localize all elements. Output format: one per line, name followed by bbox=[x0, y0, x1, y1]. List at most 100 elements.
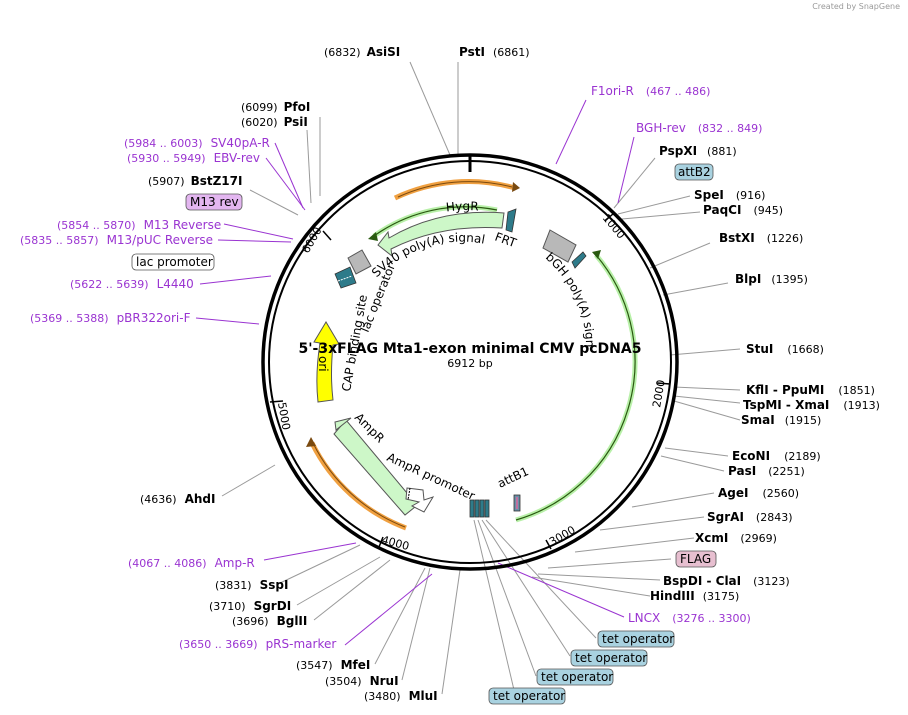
enzyme-name: EcoNI bbox=[732, 449, 770, 463]
primer-range: (5369 .. 5388) bbox=[30, 312, 109, 325]
primer-name: pRS-marker bbox=[266, 637, 337, 651]
enzyme-name: KflI - PpuMI bbox=[746, 383, 824, 397]
m13rev-box-label: M13 rev bbox=[190, 195, 239, 209]
tet-operator-1-label: tet operator bbox=[602, 632, 674, 646]
svg-text:(5369 .. 5388)pBR322ori-F: (5369 .. 5388) pBR322ori-F bbox=[30, 311, 191, 325]
svg-text:(6099)PfoI: (6099) PfoI bbox=[241, 100, 310, 114]
svg-text:LNCX(3276 .. 3300): LNCX (3276 .. 3300) bbox=[628, 611, 751, 625]
primer-name: BGH-rev bbox=[636, 121, 686, 135]
primer-name: M13 Reverse bbox=[144, 218, 222, 232]
enzyme-leader-lines bbox=[221, 61, 741, 695]
primer-name: F1ori-R bbox=[591, 84, 634, 98]
plasmid-size: 6912 bp bbox=[447, 357, 492, 370]
enzyme-pos: (3696) bbox=[232, 615, 269, 628]
attb1-label: attB1 bbox=[495, 464, 530, 490]
svg-text:(5907)BstZ17I: (5907) BstZ17I bbox=[148, 174, 242, 188]
svg-text:(5854 .. 5870)M13 Reverse: (5854 .. 5870) M13 Reverse bbox=[57, 218, 221, 232]
enzyme-pos: (5907) bbox=[148, 175, 185, 188]
tick-5000: 5000 bbox=[275, 401, 293, 431]
svg-text:TspMI - XmaI(1913): TspMI - XmaI(1913) bbox=[743, 398, 880, 412]
enzyme-pos: (3504) bbox=[325, 675, 362, 688]
svg-text:PstI(6861): PstI(6861) bbox=[459, 45, 530, 59]
enzyme-name: PaqCI bbox=[703, 203, 741, 217]
green-arc-top-core bbox=[373, 206, 498, 237]
enzyme-name: PfoI bbox=[284, 100, 311, 114]
enzyme-pos: (1915) bbox=[785, 414, 822, 427]
enzyme-pos: (2251) bbox=[768, 465, 805, 478]
svg-text:SgrAI(2843): SgrAI(2843) bbox=[707, 510, 792, 524]
tet-operator-3-label: tet operator bbox=[541, 670, 613, 684]
svg-text:PspXI(881): PspXI (881) bbox=[659, 144, 737, 158]
flag-box-label: FLAG bbox=[680, 552, 711, 566]
enzyme-pos: (2843) bbox=[756, 511, 793, 524]
enzyme-name: AgeI bbox=[718, 486, 748, 500]
enzyme-pos: (6099) bbox=[241, 101, 278, 114]
primer-leader-lines bbox=[195, 99, 635, 646]
enzyme-pos: (3175) bbox=[703, 590, 740, 603]
tick-1000: 1000 bbox=[600, 212, 628, 242]
primer-name: pBR322ori-F bbox=[117, 311, 191, 325]
enzyme-name: SmaI bbox=[741, 413, 775, 427]
primer-range: (5854 .. 5870) bbox=[57, 219, 136, 232]
svg-text:PasI(2251): PasI(2251) bbox=[728, 464, 805, 478]
svg-text:(3650 .. 3669)pRS-marker: (3650 .. 3669) pRS-marker bbox=[179, 637, 336, 651]
feature-boxes: attB2 M13 rev lac promoter FLAG tet oper… bbox=[131, 163, 717, 705]
enzyme-labels: (6832)AsiSI PstI(6861) (6099) PfoI (6020)… bbox=[140, 45, 880, 703]
tick-3000: 3000 bbox=[547, 523, 578, 548]
enzyme-name: BstZ17I bbox=[191, 174, 243, 188]
enzyme-pos: (4636) bbox=[140, 493, 177, 506]
frt-label: FRT bbox=[493, 230, 519, 251]
svg-text:(3480)MluI: (3480) MluI bbox=[364, 689, 438, 703]
svg-text:(3710)SgrDI: (3710)SgrDI bbox=[209, 599, 291, 613]
green-arc-right-arrow bbox=[592, 250, 601, 259]
enzyme-pos: (1668) bbox=[787, 343, 824, 356]
enzyme-name: SgrDI bbox=[254, 599, 292, 613]
orange-arc-bottom bbox=[309, 441, 407, 531]
enzyme-pos: (3831) bbox=[215, 579, 252, 592]
ori-arrow bbox=[313, 321, 340, 403]
enzyme-pos: (3480) bbox=[364, 690, 401, 703]
svg-text:SmaI(1915): SmaI (1915) bbox=[741, 413, 821, 427]
primer-range: (832 .. 849) bbox=[698, 122, 763, 135]
frt-marker bbox=[505, 208, 517, 233]
enzyme-name: StuI bbox=[746, 342, 773, 356]
enzyme-name: PstI bbox=[459, 45, 485, 59]
tick-marks bbox=[269, 212, 671, 550]
svg-text:AgeI(2560): AgeI(2560) bbox=[718, 486, 799, 500]
svg-text:EcoNI(2189): EcoNI(2189) bbox=[732, 449, 821, 463]
primer-name: EBV-rev bbox=[214, 151, 260, 165]
enzyme-name: PspXI bbox=[659, 144, 697, 158]
enzyme-name: BstXI bbox=[719, 231, 755, 245]
svg-text:PaqCI(945): PaqCI (945) bbox=[703, 203, 783, 217]
enzyme-name: SspI bbox=[260, 578, 289, 592]
plasmid-name: 5'-3xFLAG Mta1-exon minimal CMV pcDNA5 bbox=[299, 341, 642, 357]
orange-arc-top-core bbox=[397, 181, 513, 198]
enzyme-pos: (945) bbox=[753, 204, 783, 217]
svg-text:BlpI(1395): BlpI(1395) bbox=[735, 272, 808, 286]
svg-text:(3696)BglII: (3696)BglII bbox=[232, 614, 307, 628]
enzyme-name: MluI bbox=[409, 689, 438, 703]
lac-promoter-box-label: lac promoter bbox=[136, 255, 213, 269]
primer-name: LNCX bbox=[628, 611, 660, 625]
enzyme-pos: (1395) bbox=[771, 273, 808, 286]
tet-operator-4-label: tet operator bbox=[493, 689, 565, 703]
enzyme-pos: (1913) bbox=[843, 399, 880, 412]
lac-operator-block bbox=[334, 266, 357, 289]
enzyme-pos: (6020) bbox=[241, 116, 278, 129]
svg-text:(3831)SspI: (3831) SspI bbox=[215, 578, 288, 592]
svg-text:(5835 .. 5857)M13/pUC Reverse: (5835 .. 5857)M13/pUC Reverse bbox=[20, 233, 213, 247]
svg-text:KflI - PpuMI(1851): KflI - PpuMI(1851) bbox=[746, 383, 875, 397]
enzyme-pos: (3547) bbox=[296, 659, 333, 672]
primer-range: (3276 .. 3300) bbox=[672, 612, 751, 625]
orange-arc-top-arrow bbox=[512, 182, 520, 192]
enzyme-pos: (3123) bbox=[753, 575, 790, 588]
svg-text:(3547)MfeI: (3547)MfeI bbox=[296, 658, 370, 672]
svg-text:(6832)AsiSI: (6832)AsiSI bbox=[324, 45, 400, 59]
primer-range: (5930 .. 5949) bbox=[127, 152, 206, 165]
enzyme-pos: (881) bbox=[707, 145, 737, 158]
svg-text:BspDI - ClaI(3123): BspDI - ClaI(3123) bbox=[663, 574, 790, 588]
ori-label: ori bbox=[316, 356, 330, 372]
primer-name: SV40pA-R bbox=[211, 136, 270, 150]
primer-range: (3650 .. 3669) bbox=[179, 638, 258, 651]
enzyme-name: NruI bbox=[370, 674, 399, 688]
